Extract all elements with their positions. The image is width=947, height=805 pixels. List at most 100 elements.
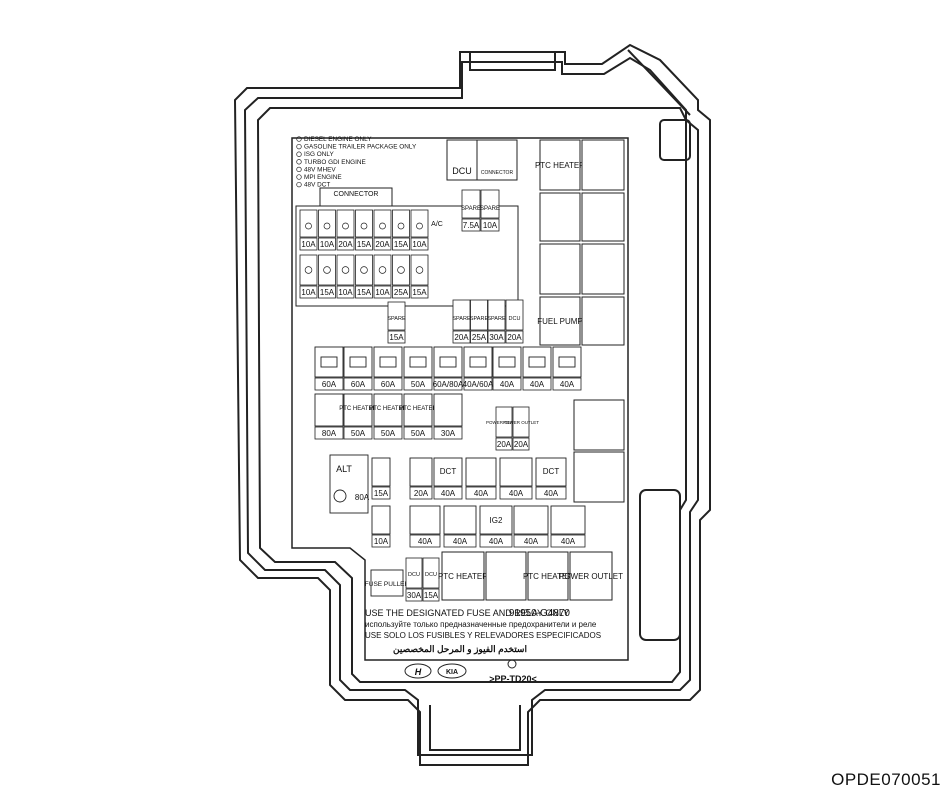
spare-label: SPARE xyxy=(487,316,506,322)
mini-fuse xyxy=(373,254,392,286)
fuse-rating: 10A xyxy=(375,288,390,297)
fuse-rating: 20A xyxy=(375,240,390,249)
fuse-rating: 80A xyxy=(322,429,337,438)
dct-label: DCT xyxy=(543,467,560,476)
fuse-rating: 30A xyxy=(441,429,456,438)
fuse-rating: 10A xyxy=(374,537,389,546)
rating-box xyxy=(355,285,373,299)
rating-box xyxy=(405,588,423,602)
rating-box xyxy=(465,486,497,500)
alt-label: ALT xyxy=(336,464,352,474)
part-number: 91950-G4870 xyxy=(509,608,571,619)
mini-fuse xyxy=(336,209,355,238)
battery-icon xyxy=(439,356,457,368)
caution-es: USE SOLO LOS FUSIBLES Y RELEVADORES ESPE… xyxy=(365,631,601,640)
legend-item: 48V MHEV xyxy=(304,166,336,173)
battery-icon xyxy=(409,356,427,368)
relay xyxy=(485,551,527,601)
main-fuse xyxy=(535,457,567,487)
mini-fuse xyxy=(318,209,336,238)
relay xyxy=(573,451,625,503)
fuse-rating: 60A xyxy=(351,380,366,389)
legend-marker xyxy=(296,151,302,157)
fuse-rating: 10A xyxy=(483,221,498,230)
mini-fuse xyxy=(373,209,392,238)
rating-box xyxy=(373,237,392,251)
fuse-rating: 40A xyxy=(489,537,504,546)
main-fuse xyxy=(371,457,391,487)
rating-box xyxy=(487,330,506,344)
fuse-rating: 20A xyxy=(414,489,429,498)
fuse-rating: 40A xyxy=(524,537,539,546)
battery-icon xyxy=(320,356,338,368)
legend-marker xyxy=(296,159,302,165)
main-fuse xyxy=(433,346,463,378)
fuse-rating: 40A xyxy=(418,537,433,546)
spare-fuse xyxy=(480,189,500,219)
hyundai-logo xyxy=(404,663,432,679)
legend-marker xyxy=(296,166,302,173)
relay xyxy=(539,139,581,191)
connector-tile-label: CONNECTOR xyxy=(481,170,514,176)
fuse-rating: 40A xyxy=(530,380,545,389)
battery-icon xyxy=(498,356,516,368)
fuse-puller-label: FUSE PULLER xyxy=(365,581,410,588)
fuse-symbol xyxy=(360,222,368,230)
fuse-rating: 15A xyxy=(374,489,389,498)
fuse-rating: 50A xyxy=(381,429,396,438)
alt-fuse xyxy=(329,454,369,514)
fuse-rating: 40A xyxy=(441,489,456,498)
legend-marker xyxy=(296,136,302,142)
rating-box xyxy=(505,330,524,344)
alt-symbol-icon xyxy=(333,489,347,503)
connector-label: CONNECTOR xyxy=(334,191,379,198)
main-fuse xyxy=(409,457,433,487)
rating-box xyxy=(392,237,410,251)
relay xyxy=(569,551,613,601)
figure-code: OPDE070051 xyxy=(831,770,941,789)
relay-label: PTC HEATER xyxy=(438,572,488,581)
legend-item: 48V DCT xyxy=(304,182,330,189)
spare-fuse xyxy=(470,299,488,331)
fuse-rating: 10A xyxy=(412,240,427,249)
spare-fuse xyxy=(461,189,481,219)
hyundai-logo-mark: H xyxy=(415,667,422,677)
fuse-rating: 15A xyxy=(412,288,427,297)
fuse-rating: 15A xyxy=(389,333,404,342)
relay xyxy=(581,296,625,346)
main-fuse xyxy=(499,457,533,487)
dcu-label: DCU xyxy=(452,166,472,176)
fuse-symbol xyxy=(360,266,368,274)
relay-label: POWER OUTLET xyxy=(559,572,623,581)
legend-item: TURBO GDI ENGINE xyxy=(304,159,366,166)
fuse-rating: 10A xyxy=(338,288,353,297)
rating-box xyxy=(403,377,433,391)
fuse-puller[interactable] xyxy=(370,569,404,597)
relay xyxy=(581,192,625,242)
relay-label: PTC HEATER xyxy=(523,572,573,581)
dcu-fuse-label: DCU xyxy=(408,572,420,578)
rating-box xyxy=(343,377,373,391)
rating-box xyxy=(443,534,477,548)
fuse-rating: 15A xyxy=(357,288,372,297)
rating-box xyxy=(318,237,336,251)
inner-plate xyxy=(291,137,629,661)
rating-box xyxy=(355,237,373,251)
rating-box xyxy=(318,285,336,299)
battery-icon xyxy=(349,356,367,368)
fuse-rating: 50A xyxy=(411,429,426,438)
rating-box xyxy=(479,534,513,548)
main-fuse xyxy=(443,505,477,535)
rating-box xyxy=(513,534,549,548)
spare-fuse xyxy=(487,299,506,331)
ptc-heater-label: PTC HEATER xyxy=(369,406,407,412)
rating-box xyxy=(314,426,344,440)
fuse-rating: 15A xyxy=(357,240,372,249)
rating-box xyxy=(461,218,481,232)
ig2-label: IG2 xyxy=(490,516,503,525)
mini-fuse xyxy=(318,254,336,286)
legend-marker xyxy=(296,143,302,150)
legend-item: DIESEL ENGINE ONLY xyxy=(304,136,372,143)
